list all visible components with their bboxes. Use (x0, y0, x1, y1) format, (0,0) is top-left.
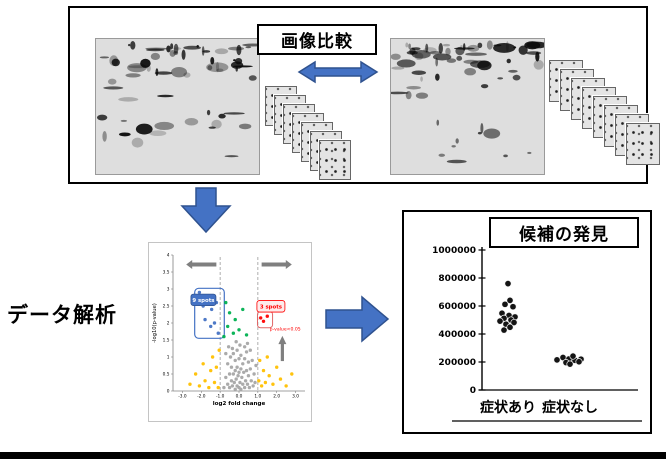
svg-text:2.0: 2.0 (273, 394, 280, 400)
volcano-series-significant-central (222, 300, 249, 339)
down-arrow-icon (180, 187, 232, 234)
data-analysis-label: データ解析 (7, 303, 117, 327)
svg-text:1: 1 (167, 355, 170, 361)
candidates-label: 候補の発見 (489, 217, 639, 248)
candidate-dot-plot: 0 200000 400000 600000 800000 1000000 症状あり症状なし (432, 246, 642, 422)
svg-text:9 spots: 9 spots (192, 298, 214, 304)
right-arrow-icon (325, 295, 390, 343)
svg-text:200000: 200000 (438, 358, 476, 368)
svg-text:0.5: 0.5 (163, 372, 170, 378)
volcano-series-nonsignificant (222, 340, 258, 391)
dot-group-0 (496, 280, 519, 334)
gel-image-right (390, 38, 545, 175)
svg-text:症状なし: 症状なし (542, 399, 598, 416)
compare-label: 画像比較 (257, 24, 377, 55)
dot-group-1 (553, 352, 585, 368)
svg-text:1.0: 1.0 (254, 394, 261, 400)
svg-text:3.0: 3.0 (292, 394, 299, 400)
gel-thumbnail (319, 140, 351, 180)
svg-text:800000: 800000 (438, 274, 476, 284)
svg-text:0: 0 (167, 389, 170, 395)
svg-text:0: 0 (470, 386, 476, 396)
svg-text:4: 4 (167, 253, 170, 259)
slide-bottom-border (0, 452, 666, 459)
svg-text:-2.0: -2.0 (197, 394, 206, 400)
volcano-series-high-fold-ns (188, 348, 294, 390)
svg-text:-log10(p-value): -log10(p-value) (152, 303, 158, 343)
svg-text:2.5: 2.5 (163, 304, 170, 310)
svg-text:p-value<0.05: p-value<0.05 (270, 326, 301, 332)
gel-image-left (95, 38, 260, 175)
svg-text:2: 2 (167, 321, 170, 327)
gel-thumbnail (626, 123, 660, 165)
volcano-chart-svg: 0 0.5 1 1.5 2 2.5 3 3.5 4 -3.0 -2.0 -1.0 0.0 1.0 2.0 3.… (152, 253, 305, 407)
svg-text:3 spots: 3 spots (260, 304, 282, 310)
svg-text:3.5: 3.5 (163, 270, 170, 276)
svg-text:1000000: 1000000 (432, 246, 476, 256)
volcano-plot: 0 0.5 1 1.5 2 2.5 3 3.5 4 -3.0 -2.0 -1.0 0.0 1.0 2.0 3.… (148, 242, 312, 422)
svg-text:1.5: 1.5 (163, 338, 170, 344)
svg-text:0.0: 0.0 (236, 394, 243, 400)
svg-text:-3.0: -3.0 (178, 394, 187, 400)
volcano-series-increased-3spots (258, 314, 269, 323)
svg-text:log2 fold change: log2 fold change (213, 401, 266, 407)
svg-text:症状あり: 症状あり (480, 399, 536, 416)
svg-text:3: 3 (167, 287, 170, 293)
compare-arrow-icon (297, 60, 379, 84)
svg-text:400000: 400000 (438, 330, 476, 340)
svg-text:-1.0: -1.0 (216, 394, 225, 400)
svg-text:600000: 600000 (438, 302, 476, 312)
